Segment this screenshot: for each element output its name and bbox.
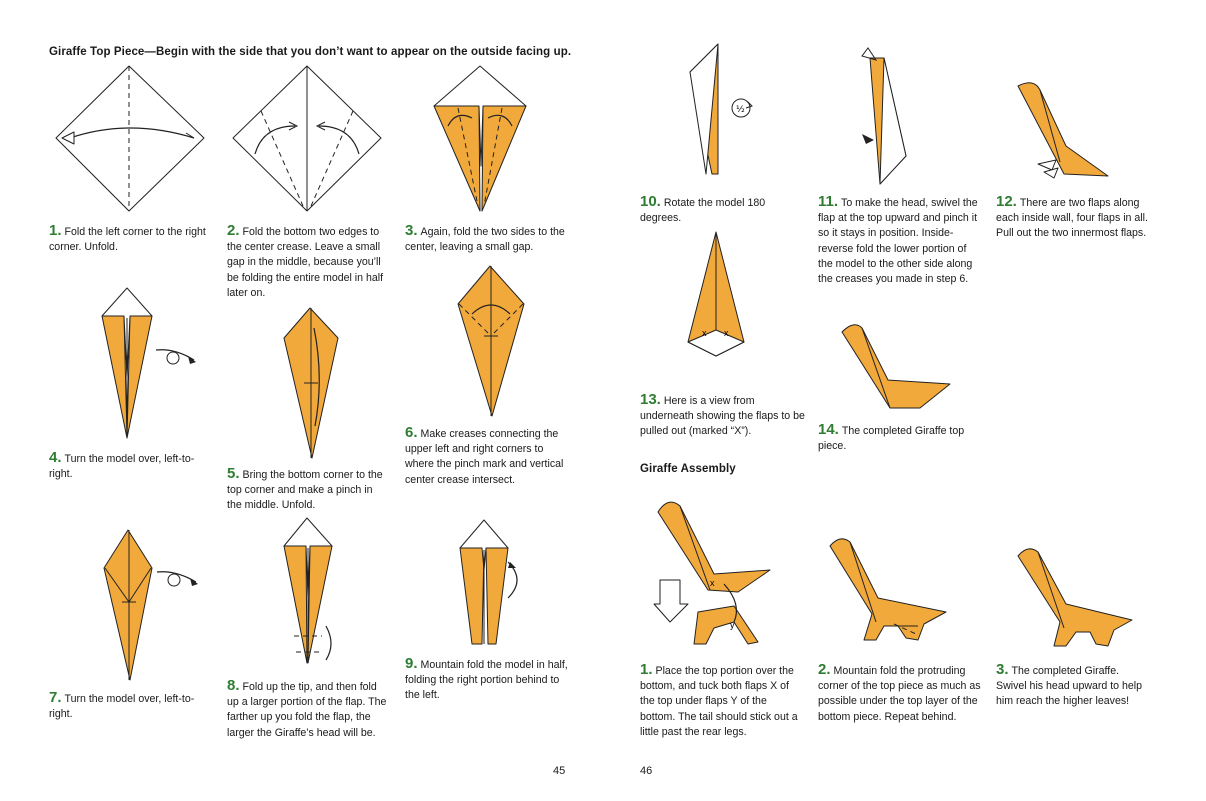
instruction-step-10: 10.Rotate the model 180 degrees. — [640, 193, 766, 225]
diagram-step-13: x x — [687, 231, 745, 357]
diagram-step-5 — [283, 307, 339, 459]
diagram-label-y: y — [730, 620, 735, 630]
page-number-right: 46 — [640, 765, 653, 777]
diagram-step-11 — [861, 47, 907, 185]
diagram-step-10: ½ — [689, 43, 753, 175]
half-rotation-symbol: ½ — [736, 105, 745, 115]
diagram-assembly-2 — [829, 538, 947, 641]
diagram-label-x: x — [724, 328, 729, 338]
diagram-step-12 — [1017, 82, 1109, 179]
instruction-step-8: 8.Fold up the tip, and then fold up a la… — [227, 677, 387, 739]
section-heading-assembly: Giraffe Assembly — [640, 463, 736, 475]
instruction-step-2: 2.Fold the bottom two edges to the cente… — [227, 222, 384, 299]
instruction-step-14: 14.The completed Giraffe top piece. — [818, 421, 965, 453]
instruction-step-9: 9.Mountain fold the model in half, foldi… — [405, 655, 568, 702]
instruction-step-7: 7.Turn the model over, left-to-right. — [49, 689, 195, 721]
instruction-assembly-1: 1.Place the top portion over the bottom,… — [640, 661, 798, 738]
section-heading-top-piece: Giraffe Top Piece—Begin with the side th… — [49, 46, 572, 58]
instruction-step-12: 12.There are two flaps along each inside… — [996, 193, 1148, 240]
diagram-step-1 — [55, 65, 205, 212]
diagram-step-9 — [459, 519, 518, 645]
diagram-assembly-3 — [1017, 548, 1133, 647]
instruction-step-4: 4.Turn the model over, left-to-right. — [49, 449, 195, 481]
diagram-assembly-1: x y — [653, 501, 771, 645]
diagram-step-3 — [433, 65, 527, 212]
instruction-assembly-3: 3.The completed Giraffe. Swivel his head… — [996, 661, 1143, 708]
instruction-step-1: 1.Fold the left corner to the right corn… — [49, 222, 206, 254]
instruction-step-3: 3.Again, fold the two sides to the cente… — [405, 222, 565, 254]
instruction-step-6: 6.Make creases connecting the upper left… — [405, 424, 564, 486]
instruction-step-13: 13.Here is a view from underneath showin… — [640, 391, 805, 438]
diagram-label-x: x — [702, 328, 707, 338]
diagram-step-2 — [232, 65, 382, 212]
diagram-label-x: x — [710, 578, 715, 588]
diagram-step-7 — [103, 529, 198, 681]
diagram-step-4 — [101, 287, 196, 439]
page-number-left: 45 — [553, 765, 566, 777]
diagram-step-14 — [841, 324, 951, 409]
diagram-step-6 — [457, 265, 525, 417]
instruction-step-5: 5.Bring the bottom corner to the top cor… — [227, 465, 383, 512]
instruction-step-11: 11.To make the head, swivel the flap at … — [818, 193, 978, 286]
instruction-assembly-2: 2.Mountain fold the protruding corner of… — [818, 661, 981, 723]
diagram-step-8 — [283, 517, 333, 664]
